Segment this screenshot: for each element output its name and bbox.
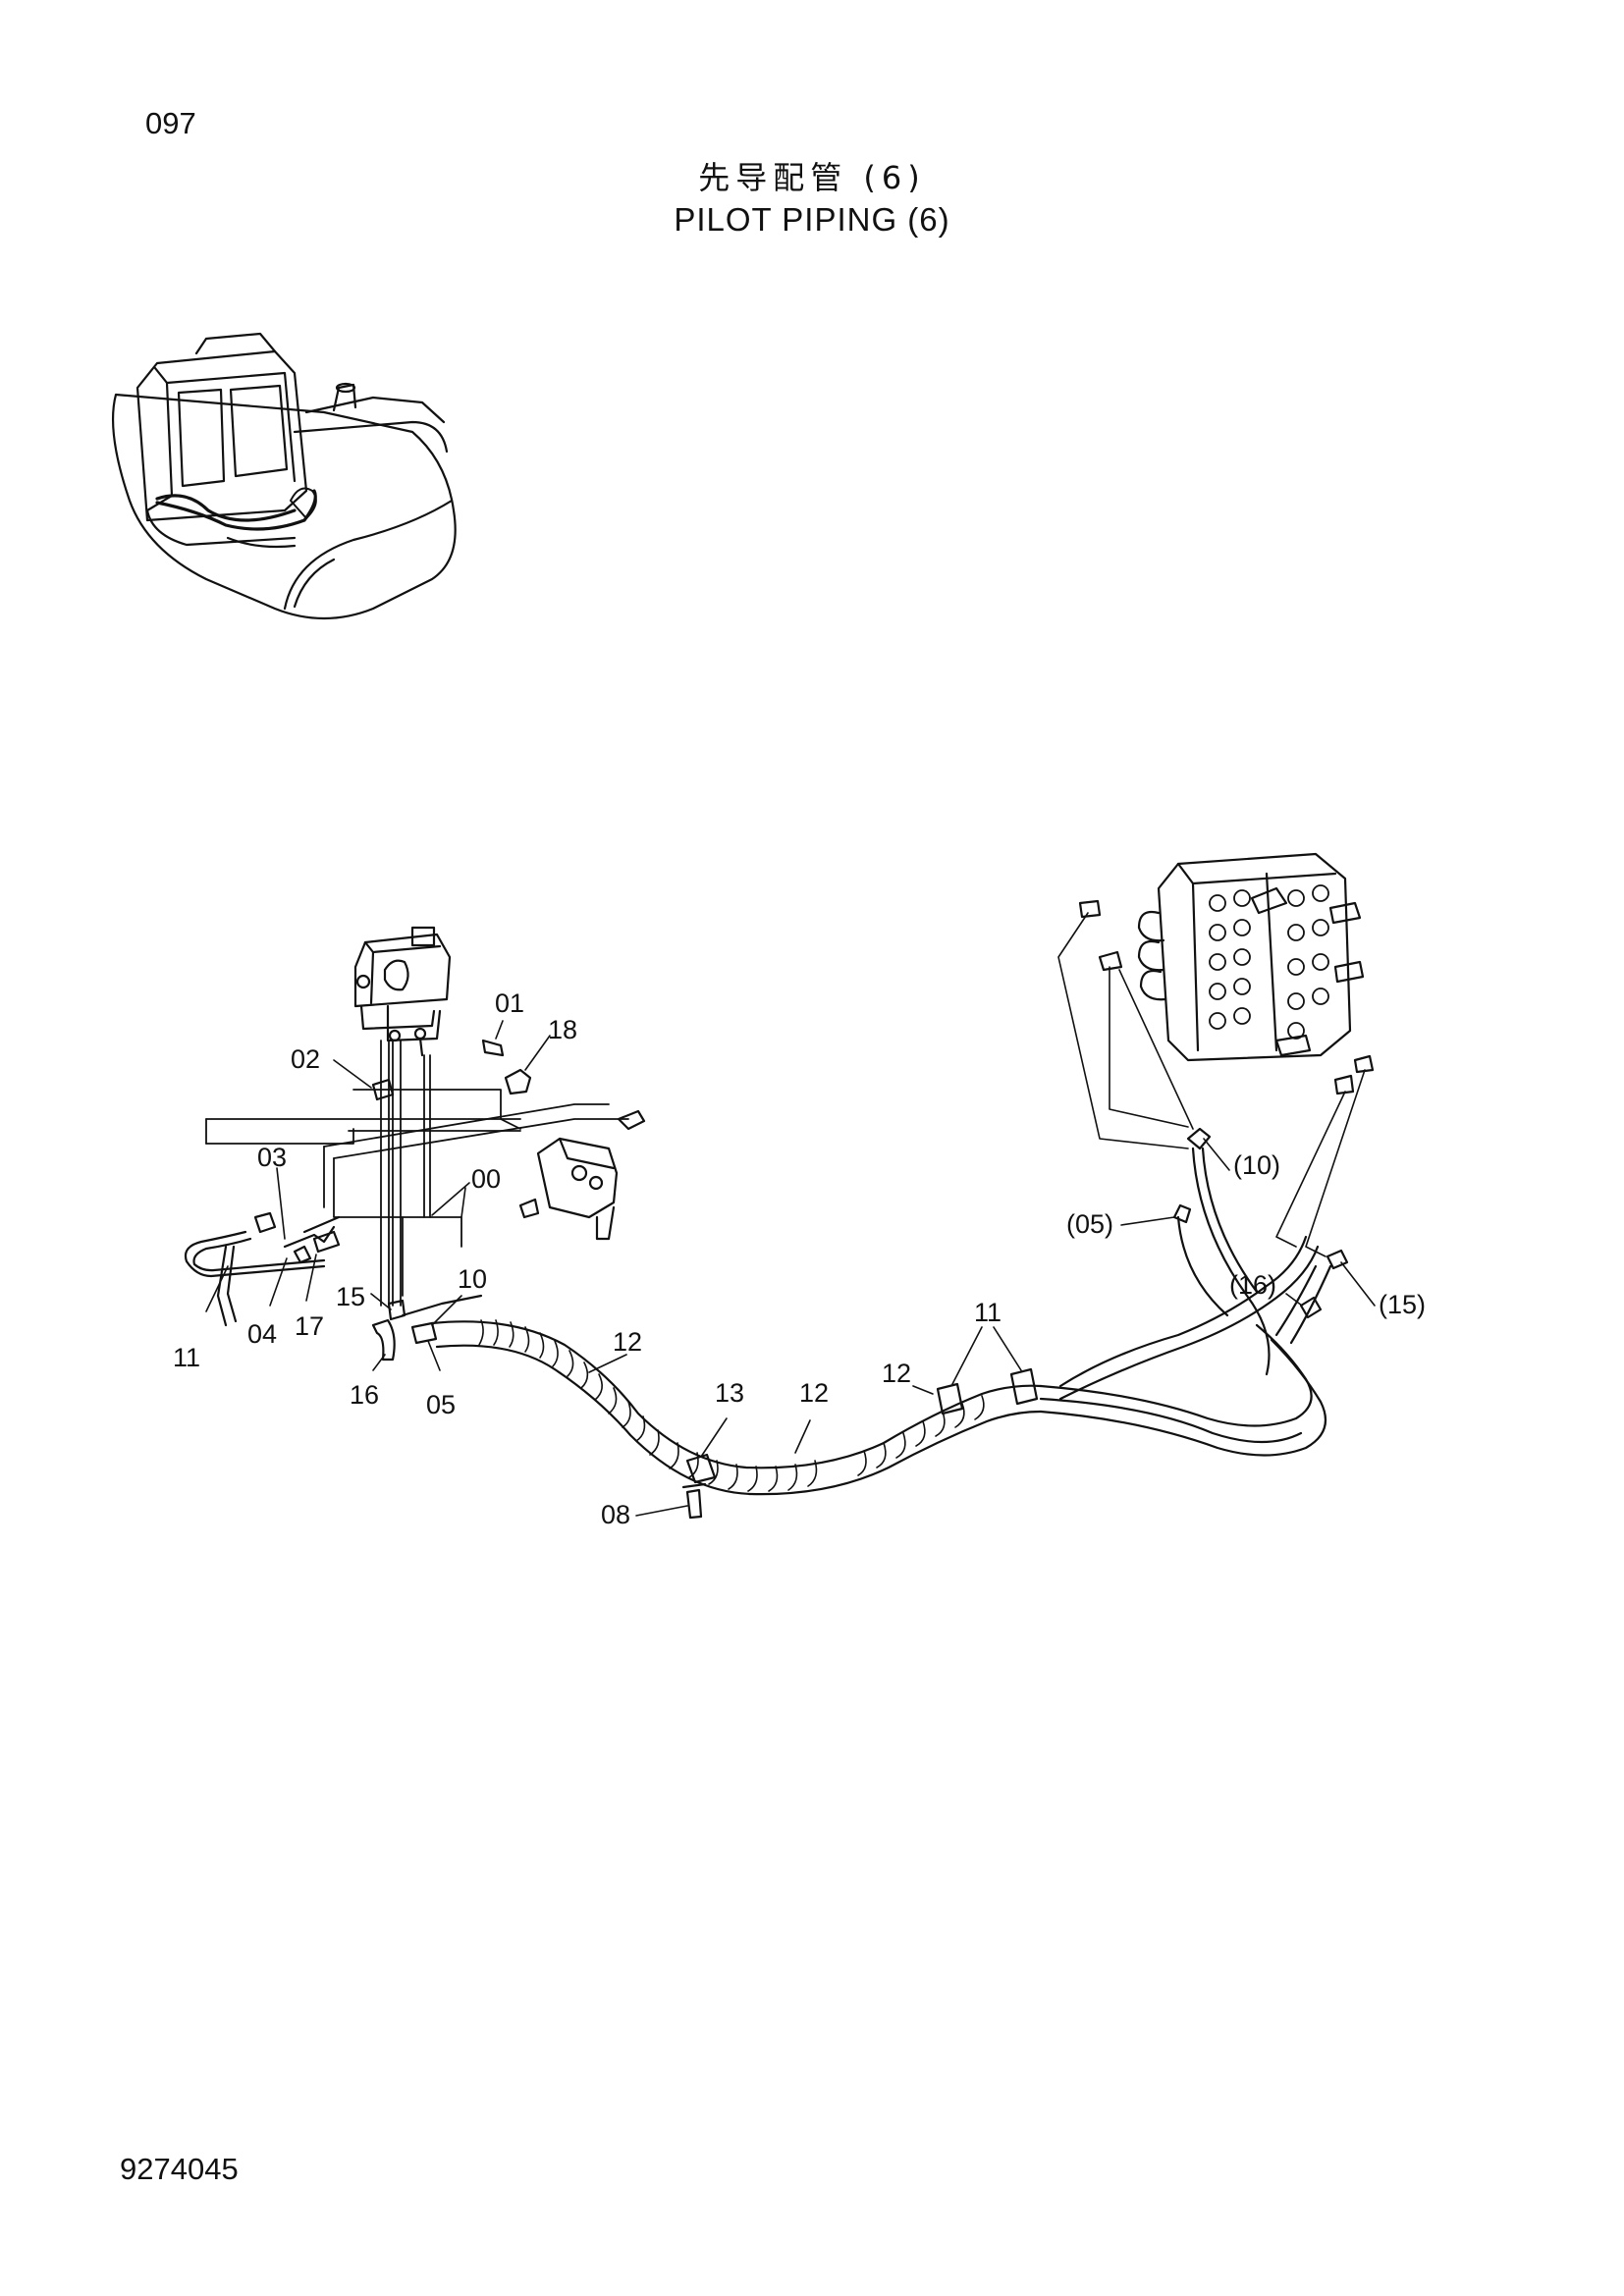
fitting-16-shape (371, 1318, 396, 1362)
pressure-switch-block (518, 1109, 646, 1241)
hose-03-04 (184, 1211, 341, 1327)
callout-16-ref: (16) (1229, 1270, 1276, 1300)
callout-18: 18 (548, 1015, 577, 1044)
fitting-18-shape (504, 1068, 532, 1095)
hose-05-10-15-16 (1172, 1127, 1349, 1376)
callout-16: 16 (350, 1380, 379, 1410)
hose-bundle-12 (430, 1235, 1327, 1496)
callouts: 01 18 02 03 00 11 04 17 15 10 16 05 12 1… (173, 988, 1426, 1529)
excavator-locator-illustration (111, 332, 457, 620)
bolt-08-shape (685, 1488, 703, 1520)
callout-03: 03 (257, 1143, 287, 1172)
callout-12-left: 12 (613, 1327, 642, 1357)
callout-00: 00 (471, 1164, 501, 1194)
callout-13: 13 (715, 1378, 744, 1408)
callout-15: 15 (336, 1282, 365, 1311)
solenoid-valve-assembly (353, 926, 452, 1057)
callout-17: 17 (295, 1311, 324, 1341)
clamp-13-shape (685, 1453, 717, 1484)
callout-08: 08 (601, 1500, 630, 1529)
callout-10-ref: (10) (1233, 1150, 1280, 1180)
page-number: 097 (145, 106, 196, 140)
callout-15-ref: (15) (1379, 1290, 1426, 1319)
callout-12-center: 12 (799, 1378, 829, 1408)
callout-04: 04 (247, 1319, 277, 1349)
callout-02: 02 (291, 1044, 320, 1074)
callout-10: 10 (458, 1264, 487, 1294)
callout-05-ref: (05) (1066, 1209, 1113, 1239)
control-valve (1137, 852, 1365, 1062)
title-english: PILOT PIPING (6) (674, 201, 950, 238)
callout-05: 05 (426, 1390, 456, 1419)
callout-01: 01 (495, 988, 524, 1018)
fitting-01-shape (481, 1039, 505, 1057)
callout-11-left: 11 (173, 1343, 200, 1372)
document-code: 9274045 (120, 2152, 239, 2186)
callout-11-right: 11 (974, 1298, 1001, 1327)
clamp-11-shape (936, 1382, 964, 1415)
title-chinese: 先导配管 (6) (698, 159, 926, 196)
fitting-05-shape (410, 1321, 438, 1345)
callout-12-right: 12 (882, 1359, 911, 1388)
